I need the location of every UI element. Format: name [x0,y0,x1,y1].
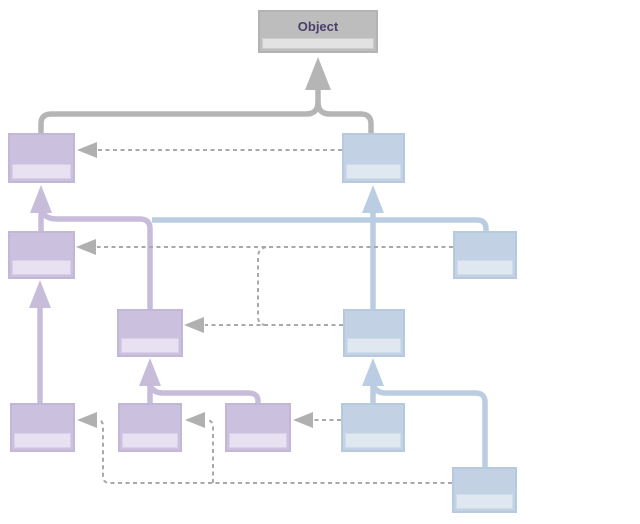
inheritance-edge-to-purple-2[interactable] [29,280,51,403]
class-node-purple-2[interactable] [8,231,75,279]
class-node-blue-3[interactable] [343,309,405,357]
class-node-members [346,164,401,179]
dependency-arrowhead [293,412,313,428]
class-node-purple-6[interactable] [225,403,291,452]
class-node-blue-4[interactable] [341,403,405,452]
dependency-edge-blue-2-purple-2[interactable] [76,239,453,255]
dependency-edge-blue-4-purple-6[interactable] [293,412,341,428]
inheritance-edge-to-blue-1[interactable] [362,185,384,309]
class-node-members [12,164,71,179]
dependency-edge-blue-5-purple-4[interactable] [77,412,452,484]
class-node-members [262,38,374,49]
inheritance-arrowhead [30,185,52,213]
inheritance-edge-to-purple-1[interactable] [30,185,153,309]
class-node-members [14,433,71,448]
inheritance-arrowhead [362,358,384,386]
class-node-blue-5[interactable] [452,467,517,513]
class-node-object[interactable]: Object [258,10,378,53]
inheritance-arrowhead [29,280,51,308]
inheritance-edge-blue-2[interactable] [152,217,489,232]
dependency-arrowhead [184,317,204,333]
dependency-edge-blue-5-purple-5[interactable] [185,412,214,483]
class-node-label: Object [297,18,339,34]
inheritance-edge-to-object[interactable] [38,57,374,133]
class-node-purple-5[interactable] [118,403,182,452]
dependency-edge-blue-1-purple-1[interactable] [77,142,342,158]
inheritance-edge-to-purple-3[interactable] [139,358,261,404]
dependency-edge-blue-3-purple-3[interactable] [184,317,343,333]
class-node-members [456,494,513,509]
inheritance-arrowhead [362,185,384,213]
class-node-members [121,338,179,353]
class-node-members [457,260,513,275]
class-node-purple-1[interactable] [8,133,75,183]
class-node-blue-2[interactable] [453,231,517,279]
class-node-members [12,260,71,275]
class-node-members [347,338,401,353]
class-node-members [229,433,287,448]
inheritance-arrowhead [305,57,331,90]
class-node-blue-1[interactable] [342,133,405,183]
inheritance-edge-to-blue-3[interactable] [362,358,488,467]
dependency-arrowhead [185,412,205,428]
class-node-members [345,433,401,448]
dependency-arrowhead [77,412,97,428]
dependency-arrowhead [76,239,96,255]
class-node-purple-3[interactable] [117,309,183,357]
class-node-members [122,433,178,448]
dependency-arrowhead [77,142,97,158]
inheritance-arrowhead [139,358,161,386]
dependency-branch-vertical[interactable] [257,246,267,326]
class-node-purple-4[interactable] [10,403,75,452]
